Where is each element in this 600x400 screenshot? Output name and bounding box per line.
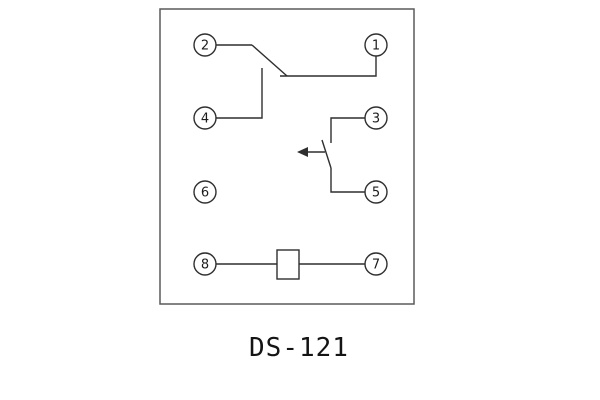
terminal-7-circle bbox=[364, 252, 388, 276]
terminal-6: 6 bbox=[193, 180, 217, 204]
terminal-7: 7 bbox=[364, 252, 388, 276]
terminal-1-number: 1 bbox=[372, 39, 380, 54]
wire-from-terminal-4 bbox=[216, 68, 263, 119]
terminal-4: 4 bbox=[193, 106, 217, 130]
terminal-8-circle bbox=[193, 252, 217, 276]
relay-coil bbox=[276, 249, 300, 280]
terminal-2-circle bbox=[193, 33, 217, 57]
terminal-3: 3 bbox=[364, 106, 388, 130]
terminals-group: 2 1 4 3 6 5 bbox=[193, 33, 388, 276]
terminal-2: 2 bbox=[193, 33, 217, 57]
terminal-3-number: 3 bbox=[372, 112, 380, 127]
diagram-border bbox=[159, 8, 415, 305]
terminal-1: 1 bbox=[364, 33, 388, 57]
diagram-title: DS-121 bbox=[249, 333, 349, 363]
terminal-1-circle bbox=[364, 33, 388, 57]
terminal-7-number: 7 bbox=[372, 258, 380, 273]
lower-contact-blade bbox=[321, 139, 332, 169]
terminal-6-circle bbox=[193, 180, 217, 204]
terminal-5-circle bbox=[364, 180, 388, 204]
actuator-arrow-head bbox=[297, 147, 308, 157]
terminal-3-circle bbox=[364, 106, 388, 130]
terminal-4-circle bbox=[193, 106, 217, 130]
upper-contact-blade bbox=[251, 44, 288, 77]
terminal-4-number: 4 bbox=[201, 112, 209, 127]
wire-from-terminal-5 bbox=[330, 168, 365, 193]
wiring-group bbox=[216, 44, 377, 280]
terminal-5: 5 bbox=[364, 180, 388, 204]
terminal-6-number: 6 bbox=[201, 186, 209, 201]
wire-from-terminal-3 bbox=[330, 117, 365, 143]
terminal-8: 8 bbox=[193, 252, 217, 276]
diagram-content: 2 1 4 3 6 5 bbox=[193, 33, 388, 280]
terminal-5-number: 5 bbox=[372, 186, 380, 201]
terminal-2-number: 2 bbox=[201, 39, 209, 54]
terminal-8-number: 8 bbox=[201, 258, 209, 273]
wire-to-terminal-1 bbox=[280, 56, 377, 77]
